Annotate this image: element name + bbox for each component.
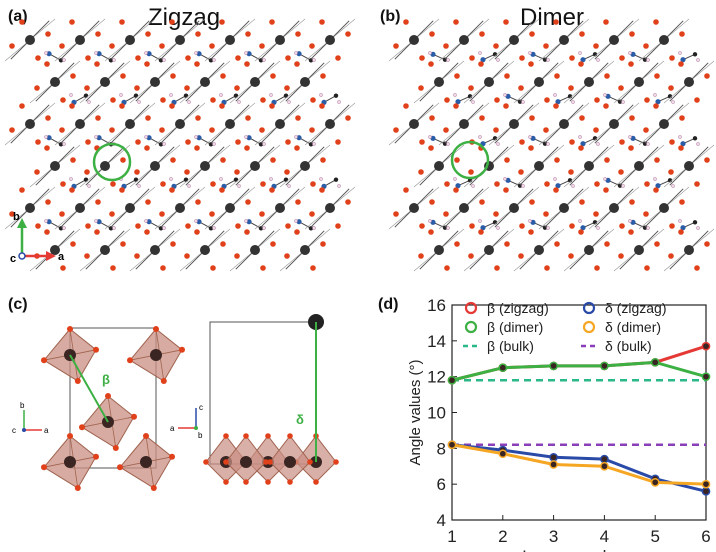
- data-point: [549, 361, 558, 371]
- delta-angle-label: δ: [296, 412, 304, 427]
- y-tick-label: 12: [427, 368, 446, 387]
- axis-triad-small-left: b c a: [12, 401, 49, 435]
- axis-triad: b c a: [10, 211, 65, 265]
- data-point: [650, 478, 660, 487]
- x-tick-label: 2: [498, 527, 507, 546]
- data-point: [447, 440, 457, 450]
- octahedron: [267, 433, 313, 485]
- data-point: [498, 449, 508, 459]
- y-tick-label: 14: [427, 332, 446, 351]
- data-point: [549, 361, 558, 371]
- data-point: [600, 361, 609, 371]
- series-line----zigzag-: [451, 443, 707, 493]
- data-point: [650, 357, 660, 367]
- svg-text:b: b: [20, 401, 25, 410]
- x-tick-label: 4: [600, 527, 609, 546]
- legend-label: β (bulk): [487, 338, 534, 354]
- svg-text:b: b: [13, 211, 20, 223]
- panel-b-label: (b): [380, 8, 401, 25]
- y-tick-label: 10: [427, 404, 446, 423]
- axis-triad-small-right: c a b: [170, 403, 203, 440]
- x-tick-label: 5: [650, 527, 659, 546]
- legend-label: β (zigzag): [487, 300, 549, 316]
- octahedron: [293, 433, 339, 485]
- octahedra-side-view: δ: [203, 314, 339, 485]
- octahedron: [117, 433, 175, 491]
- y-axis-label: Angle values (°): [407, 359, 424, 465]
- panel-b-title: Dimer: [520, 4, 584, 31]
- x-axis-label: Layer numbers: [522, 547, 635, 552]
- legend-label: δ (bulk): [605, 338, 652, 354]
- data-point: [701, 372, 711, 382]
- octahedron: [223, 433, 269, 485]
- legend-label: δ (zigzag): [605, 300, 666, 316]
- y-tick-label: 4: [437, 511, 446, 530]
- svg-text:c: c: [199, 403, 203, 412]
- data-point: [447, 375, 457, 385]
- svg-text:a: a: [44, 426, 49, 435]
- x-tick-label: 1: [447, 527, 456, 546]
- octahedron: [79, 393, 137, 451]
- panel-a-label: (a): [8, 8, 28, 25]
- legend-label: β (dimer): [487, 319, 543, 335]
- panel-a-title: Zigzag: [148, 4, 221, 31]
- data-point: [600, 461, 609, 471]
- data-point: [650, 357, 660, 367]
- svg-text:a: a: [58, 251, 65, 263]
- data-point: [498, 445, 508, 455]
- y-tick-label: 6: [437, 475, 446, 494]
- data-point: [447, 375, 457, 385]
- svg-text:c: c: [12, 426, 16, 435]
- data-point: [447, 440, 457, 450]
- zigzag-lattice: [4, 18, 356, 272]
- data-point: [701, 486, 711, 496]
- octahedron: [127, 326, 185, 384]
- octahedra-top-view: β: [41, 326, 185, 491]
- data-point: [701, 341, 711, 351]
- panel-d-label: (d): [378, 296, 399, 313]
- chart-legend: β (zigzag) δ (zigzag) β (dimer) δ (dimer) β …: [463, 300, 666, 354]
- dimer-lattice: [388, 18, 715, 272]
- series-line----dimer-: [451, 360, 707, 382]
- y-tick-label: 16: [427, 296, 446, 315]
- data-point: [650, 474, 660, 484]
- octahedron: [41, 433, 99, 491]
- x-tick-label: 3: [549, 527, 558, 546]
- series-line----dimer-: [451, 443, 707, 486]
- legend-label: δ (dimer): [605, 319, 661, 335]
- plot-frame: [451, 304, 707, 521]
- panel-c-label: (c): [8, 296, 28, 313]
- beta-angle-label: β: [102, 372, 110, 387]
- data-point: [549, 460, 558, 469]
- data-point: [701, 479, 711, 489]
- x-tick-label: 6: [701, 527, 710, 546]
- data-point: [600, 361, 609, 371]
- svg-text:c: c: [10, 253, 16, 265]
- y-tick-label: 8: [437, 439, 446, 458]
- svg-text:a: a: [170, 424, 175, 433]
- data-point: [600, 454, 609, 464]
- svg-text:b: b: [198, 431, 203, 440]
- octahedron: [245, 433, 291, 485]
- series-line----zigzag-: [451, 344, 707, 382]
- octahedron: [203, 433, 249, 485]
- data-point: [498, 363, 508, 373]
- data-point: [549, 452, 558, 462]
- octahedron: [41, 326, 99, 384]
- data-point: [498, 363, 508, 373]
